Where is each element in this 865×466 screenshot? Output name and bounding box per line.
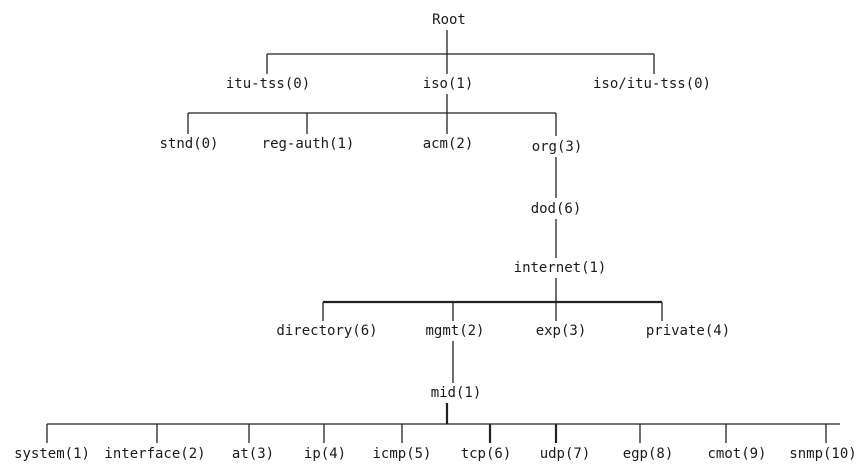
node-cmot: cmot(9) bbox=[707, 446, 766, 462]
node-directory: directory(6) bbox=[276, 323, 377, 339]
node-dod: dod(6) bbox=[531, 201, 582, 217]
tree-connectors bbox=[46, 30, 840, 443]
node-internet: internet(1) bbox=[514, 260, 607, 276]
node-system: system(1) bbox=[14, 446, 90, 462]
node-root: Root bbox=[432, 12, 466, 28]
node-acm: acm(2) bbox=[423, 136, 474, 152]
node-stnd: stnd(0) bbox=[159, 136, 218, 152]
tree-node-labels: Root itu-tss(0) iso(1) iso/itu-tss(0) st… bbox=[14, 12, 857, 462]
node-iso-itu-tss: iso/itu-tss(0) bbox=[593, 76, 711, 92]
node-ip: ip(4) bbox=[304, 446, 346, 462]
node-tcp: tcp(6) bbox=[461, 446, 512, 462]
node-snmp: snmp(10) bbox=[789, 446, 856, 462]
node-exp: exp(3) bbox=[536, 323, 587, 339]
node-iso: iso(1) bbox=[423, 76, 474, 92]
node-mgmt: mgmt(2) bbox=[425, 323, 484, 339]
node-udp: udp(7) bbox=[540, 446, 591, 462]
node-mib: mid(1) bbox=[431, 385, 482, 401]
node-at: at(3) bbox=[232, 446, 274, 462]
node-org: org(3) bbox=[532, 139, 583, 155]
node-reg-auth: reg-auth(1) bbox=[262, 136, 355, 152]
node-private: private(4) bbox=[646, 323, 730, 339]
node-egp: egp(8) bbox=[623, 446, 674, 462]
node-icmp: icmp(5) bbox=[372, 446, 431, 462]
node-interface: interface(2) bbox=[104, 446, 205, 462]
node-itu-tss: itu-tss(0) bbox=[226, 76, 310, 92]
